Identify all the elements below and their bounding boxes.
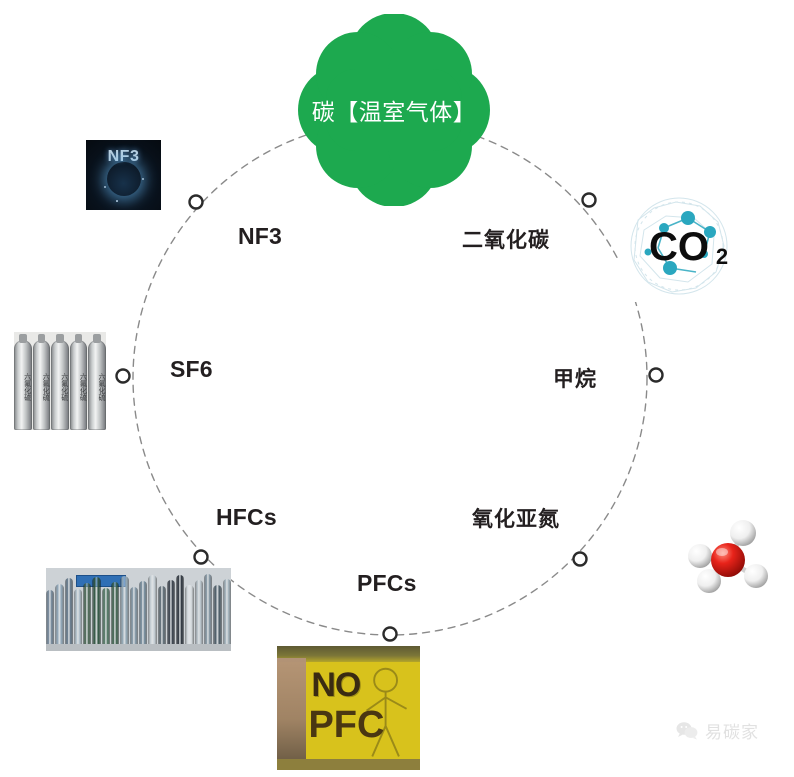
- watermark-text: 易碳家: [705, 723, 759, 743]
- gas-cylinder: [204, 573, 213, 651]
- gas-cylinder: [73, 588, 83, 651]
- ring-label-co2: 二氧化碳: [462, 228, 550, 252]
- gas-cylinder: [101, 587, 111, 651]
- pfc-wall-photo: NO PFC: [277, 646, 420, 770]
- ring-label-n2o: 氧化亚氮: [472, 507, 560, 531]
- gas-cylinder: [46, 589, 55, 651]
- node-nf3[interactable]: [188, 194, 204, 210]
- cylinder-label: 六氟化硫: [79, 372, 88, 401]
- wechat-icon: [676, 722, 698, 740]
- nf3-spark-icon: [142, 178, 144, 180]
- cylinder-label: 六氟化硫: [97, 372, 106, 401]
- gas-cylinder: [157, 586, 166, 651]
- gas-cylinder: [111, 582, 120, 651]
- gas-cylinder: [55, 583, 64, 651]
- methane-molecule-icon: [688, 520, 768, 593]
- nf3-caption: NF3: [107, 148, 140, 165]
- pfc-text-no: NO: [311, 665, 361, 704]
- ring-label-sf6: SF6: [170, 356, 213, 382]
- svg-text:2: 2: [716, 244, 728, 269]
- pfc-text-pfc: PFC: [308, 704, 385, 747]
- node-co2[interactable]: [581, 192, 597, 208]
- thumbnail-sf6: 六氟化硫 六氟化硫 六氟化硫 六氟化硫 六氟化硫: [14, 332, 106, 430]
- gas-cylinder: [83, 582, 92, 651]
- pfc-human-figure-icon: [366, 668, 408, 758]
- node-n2o[interactable]: [572, 551, 588, 567]
- gas-cylinder: [138, 581, 148, 651]
- gas-cylinder: [166, 580, 176, 651]
- gas-cylinder: [213, 584, 222, 651]
- hfc-floor: [46, 643, 231, 651]
- thumbnail-pfc: NO PFC: [277, 646, 420, 770]
- pfc-wall-ground: [277, 758, 420, 770]
- cylinder-label: 六氟化硫: [42, 372, 51, 401]
- gas-cylinder: [176, 574, 185, 651]
- node-hfcs[interactable]: [193, 549, 209, 565]
- sf6-cylinder-group: 六氟化硫 六氟化硫 六氟化硫 六氟化硫 六氟化硫: [14, 332, 106, 430]
- nf3-spark-icon: [104, 186, 106, 188]
- gas-cylinder: [222, 578, 231, 651]
- gas-cylinder: [92, 577, 101, 651]
- node-pfcs[interactable]: [382, 626, 398, 642]
- gas-cylinder: 六氟化硫: [32, 334, 51, 430]
- gas-cylinder: [185, 585, 194, 651]
- nf3-molecule-orb: [107, 162, 141, 196]
- node-sf6[interactable]: [115, 368, 131, 384]
- thumbnail-methane: [680, 512, 776, 604]
- ring-label-ch4: 甲烷: [553, 367, 597, 391]
- ring-label-nf3: NF3: [238, 223, 283, 249]
- gas-cylinder: [129, 587, 138, 651]
- ring-label-pfcs: PFCs: [357, 570, 417, 596]
- gas-cylinder: 六氟化硫: [51, 334, 69, 430]
- gas-cylinder: [64, 577, 73, 651]
- center-cloud: 碳【温室气体】: [296, 14, 492, 206]
- cylinder-label: 六氟化硫: [23, 372, 32, 401]
- pfc-wall-top: [277, 646, 420, 663]
- cloud-shape-icon: [298, 14, 490, 206]
- gas-cylinder: 六氟化硫: [14, 334, 32, 430]
- gas-cylinder: [148, 575, 157, 651]
- co2-molecule-icon: CO 2: [630, 197, 728, 295]
- thumbnail-co2: CO 2: [618, 190, 740, 302]
- hfc-cylinder-group: [46, 568, 231, 651]
- svg-text:CO: CO: [649, 225, 709, 269]
- thumbnail-nf3: NF3: [86, 140, 161, 210]
- thumbnail-hfcs: [46, 568, 231, 651]
- gas-cylinder: [194, 579, 204, 651]
- gas-cylinder: 六氟化硫: [88, 334, 106, 430]
- watermark: 易碳家: [676, 718, 759, 743]
- gas-cylinder: [120, 576, 129, 651]
- center-cloud-label: 碳【温室气体】: [311, 100, 477, 126]
- nf3-spark-icon: [116, 200, 118, 202]
- gas-cylinder: 六氟化硫: [69, 334, 88, 430]
- pfc-wall-side: [277, 658, 306, 761]
- cylinder-label: 六氟化硫: [60, 372, 69, 401]
- node-ch4[interactable]: [648, 367, 664, 383]
- ring-label-hfcs: HFCs: [216, 504, 277, 530]
